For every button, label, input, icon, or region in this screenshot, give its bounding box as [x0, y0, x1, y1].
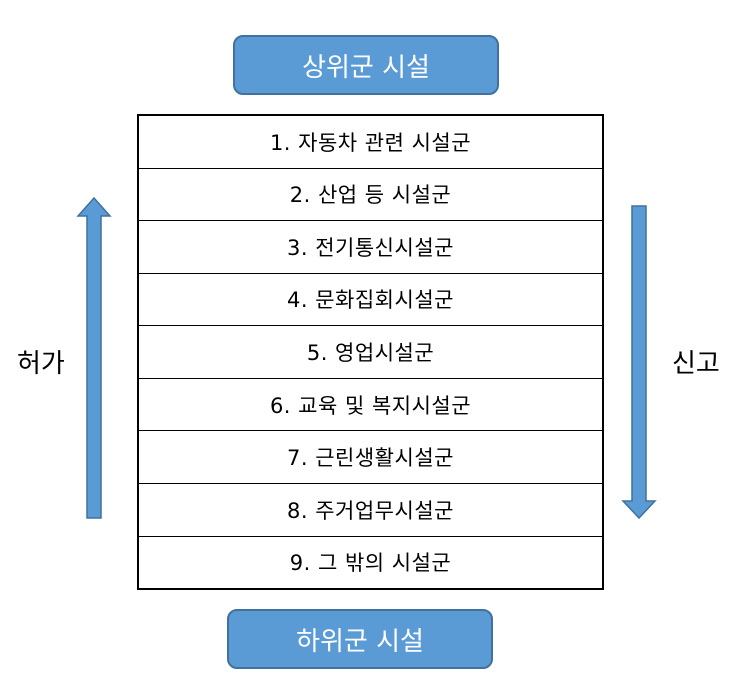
facility-row-label: 2. 산업 등 시설군: [289, 183, 452, 208]
facility-row-label: 1. 자동차 관련 시설군: [269, 130, 472, 155]
up-arrow-icon: [76, 196, 112, 519]
facility-row: 5. 영업시설군: [139, 326, 602, 379]
facility-row-label: 8. 주거업무시설군: [287, 498, 454, 523]
facility-row-label: 3. 전기통신시설군: [287, 235, 454, 260]
facility-row-label: 5. 영업시설군: [306, 341, 435, 366]
upper-facility-label: 상위군 시설: [302, 52, 430, 83]
facility-row: 1. 자동차 관련 시설군: [139, 116, 602, 169]
facility-row: 2. 산업 등 시설군: [139, 169, 602, 222]
lower-facility-box: 하위군 시설: [227, 609, 493, 669]
down-arrow-icon: [621, 205, 657, 520]
facility-row: 9. 그 밖의 시설군: [139, 537, 602, 589]
up-arrow-shape: [76, 196, 112, 519]
lower-facility-label: 하위군 시설: [296, 626, 424, 657]
facility-row-label: 9. 그 밖의 시설군: [289, 551, 452, 576]
upper-facility-box: 상위군 시설: [233, 35, 499, 95]
facility-row-label: 7. 근린생활시설군: [287, 446, 454, 471]
report-label: 신고: [672, 349, 720, 379]
facility-row-label: 4. 문화집회시설군: [287, 288, 454, 313]
down-arrow-shape: [621, 205, 657, 520]
facility-row: 8. 주거업무시설군: [139, 484, 602, 537]
facility-row: 3. 전기통신시설군: [139, 221, 602, 274]
facility-row-label: 6. 교육 및 복지시설군: [269, 393, 472, 418]
facility-row: 6. 교육 및 복지시설군: [139, 379, 602, 432]
facility-group-table: 1. 자동차 관련 시설군 2. 산업 등 시설군 3. 전기통신시설군 4. …: [137, 114, 604, 590]
facility-row: 4. 문화집회시설군: [139, 274, 602, 327]
facility-row: 7. 근린생활시설군: [139, 431, 602, 484]
permit-label: 허가: [17, 349, 65, 379]
